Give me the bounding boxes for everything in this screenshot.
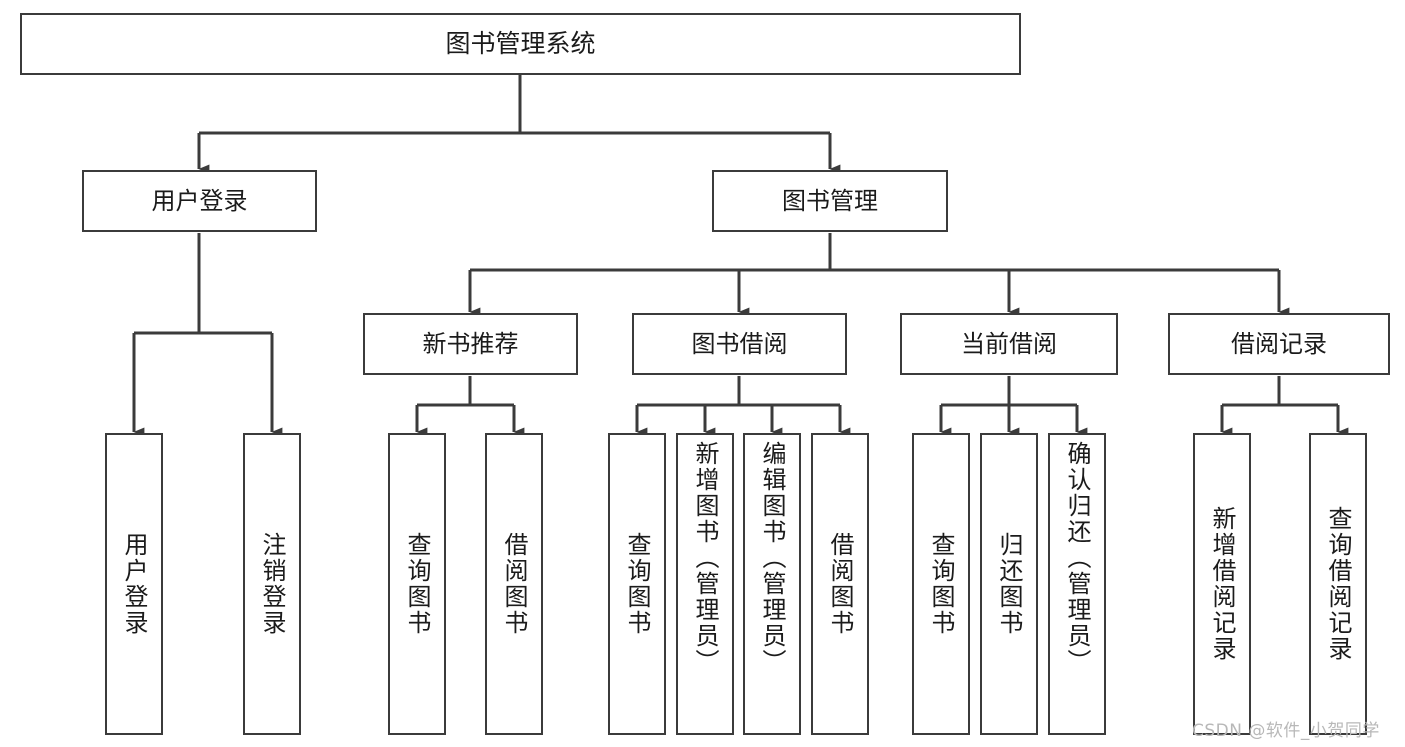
node-leaf-query-book-1-label: 查询图书 xyxy=(403,532,431,636)
node-user-login-label: 用户登录 xyxy=(151,186,248,215)
node-leaf-borrow-book-1-label: 借阅图书 xyxy=(500,532,528,636)
node-root[interactable]: 图书管理系统 xyxy=(20,13,1021,75)
node-leaf-borrow-book-2-label: 借阅图书 xyxy=(826,532,854,636)
node-leaf-logout-login-label: 注销登录 xyxy=(258,532,286,636)
node-new-book-recommend-label: 新书推荐 xyxy=(422,329,519,358)
node-leaf-query-borrow-record[interactable]: 查询借阅记录 xyxy=(1309,433,1367,735)
node-leaf-edit-book-admin-label: 编辑图书（管理员） xyxy=(758,441,786,675)
node-leaf-add-borrow-record[interactable]: 新增借阅记录 xyxy=(1193,433,1251,735)
node-borrow-record[interactable]: 借阅记录 xyxy=(1168,313,1390,375)
node-leaf-add-book-admin[interactable]: 新增图书（管理员） xyxy=(676,433,734,735)
node-leaf-confirm-return-admin-label: 确认归还（管理员） xyxy=(1063,441,1091,675)
node-borrow-record-label: 借阅记录 xyxy=(1231,329,1327,358)
node-leaf-query-book-2[interactable]: 查询图书 xyxy=(608,433,666,735)
node-current-borrow-label: 当前借阅 xyxy=(961,329,1057,358)
node-book-management[interactable]: 图书管理 xyxy=(712,170,948,232)
node-book-management-label: 图书管理 xyxy=(782,186,878,215)
node-leaf-edit-book-admin[interactable]: 编辑图书（管理员） xyxy=(743,433,801,735)
node-leaf-query-book-3[interactable]: 查询图书 xyxy=(912,433,970,735)
node-leaf-user-login[interactable]: 用户登录 xyxy=(105,433,163,735)
node-leaf-confirm-return-admin[interactable]: 确认归还（管理员） xyxy=(1048,433,1106,735)
node-user-login[interactable]: 用户登录 xyxy=(82,170,317,232)
node-new-book-recommend[interactable]: 新书推荐 xyxy=(363,313,578,375)
node-leaf-borrow-book-1[interactable]: 借阅图书 xyxy=(485,433,543,735)
node-leaf-return-book[interactable]: 归还图书 xyxy=(980,433,1038,735)
node-leaf-add-book-admin-label: 新增图书（管理员） xyxy=(691,441,719,675)
node-book-borrow[interactable]: 图书借阅 xyxy=(632,313,847,375)
node-leaf-return-book-label: 归还图书 xyxy=(995,532,1023,636)
node-leaf-query-borrow-record-label: 查询借阅记录 xyxy=(1324,506,1352,662)
node-leaf-add-borrow-record-label: 新增借阅记录 xyxy=(1208,506,1236,662)
node-leaf-query-book-3-label: 查询图书 xyxy=(927,532,955,636)
node-book-borrow-label: 图书借阅 xyxy=(691,329,788,358)
node-leaf-logout-login[interactable]: 注销登录 xyxy=(243,433,301,735)
node-leaf-query-book-2-label: 查询图书 xyxy=(623,532,651,636)
node-leaf-borrow-book-2[interactable]: 借阅图书 xyxy=(811,433,869,735)
csdn-watermark: CSDN @软件_小贺同学 xyxy=(1192,721,1380,741)
node-current-borrow[interactable]: 当前借阅 xyxy=(900,313,1118,375)
node-leaf-user-login-label: 用户登录 xyxy=(120,532,148,636)
node-leaf-query-book-1[interactable]: 查询图书 xyxy=(388,433,446,735)
node-root-label: 图书管理系统 xyxy=(445,29,596,58)
